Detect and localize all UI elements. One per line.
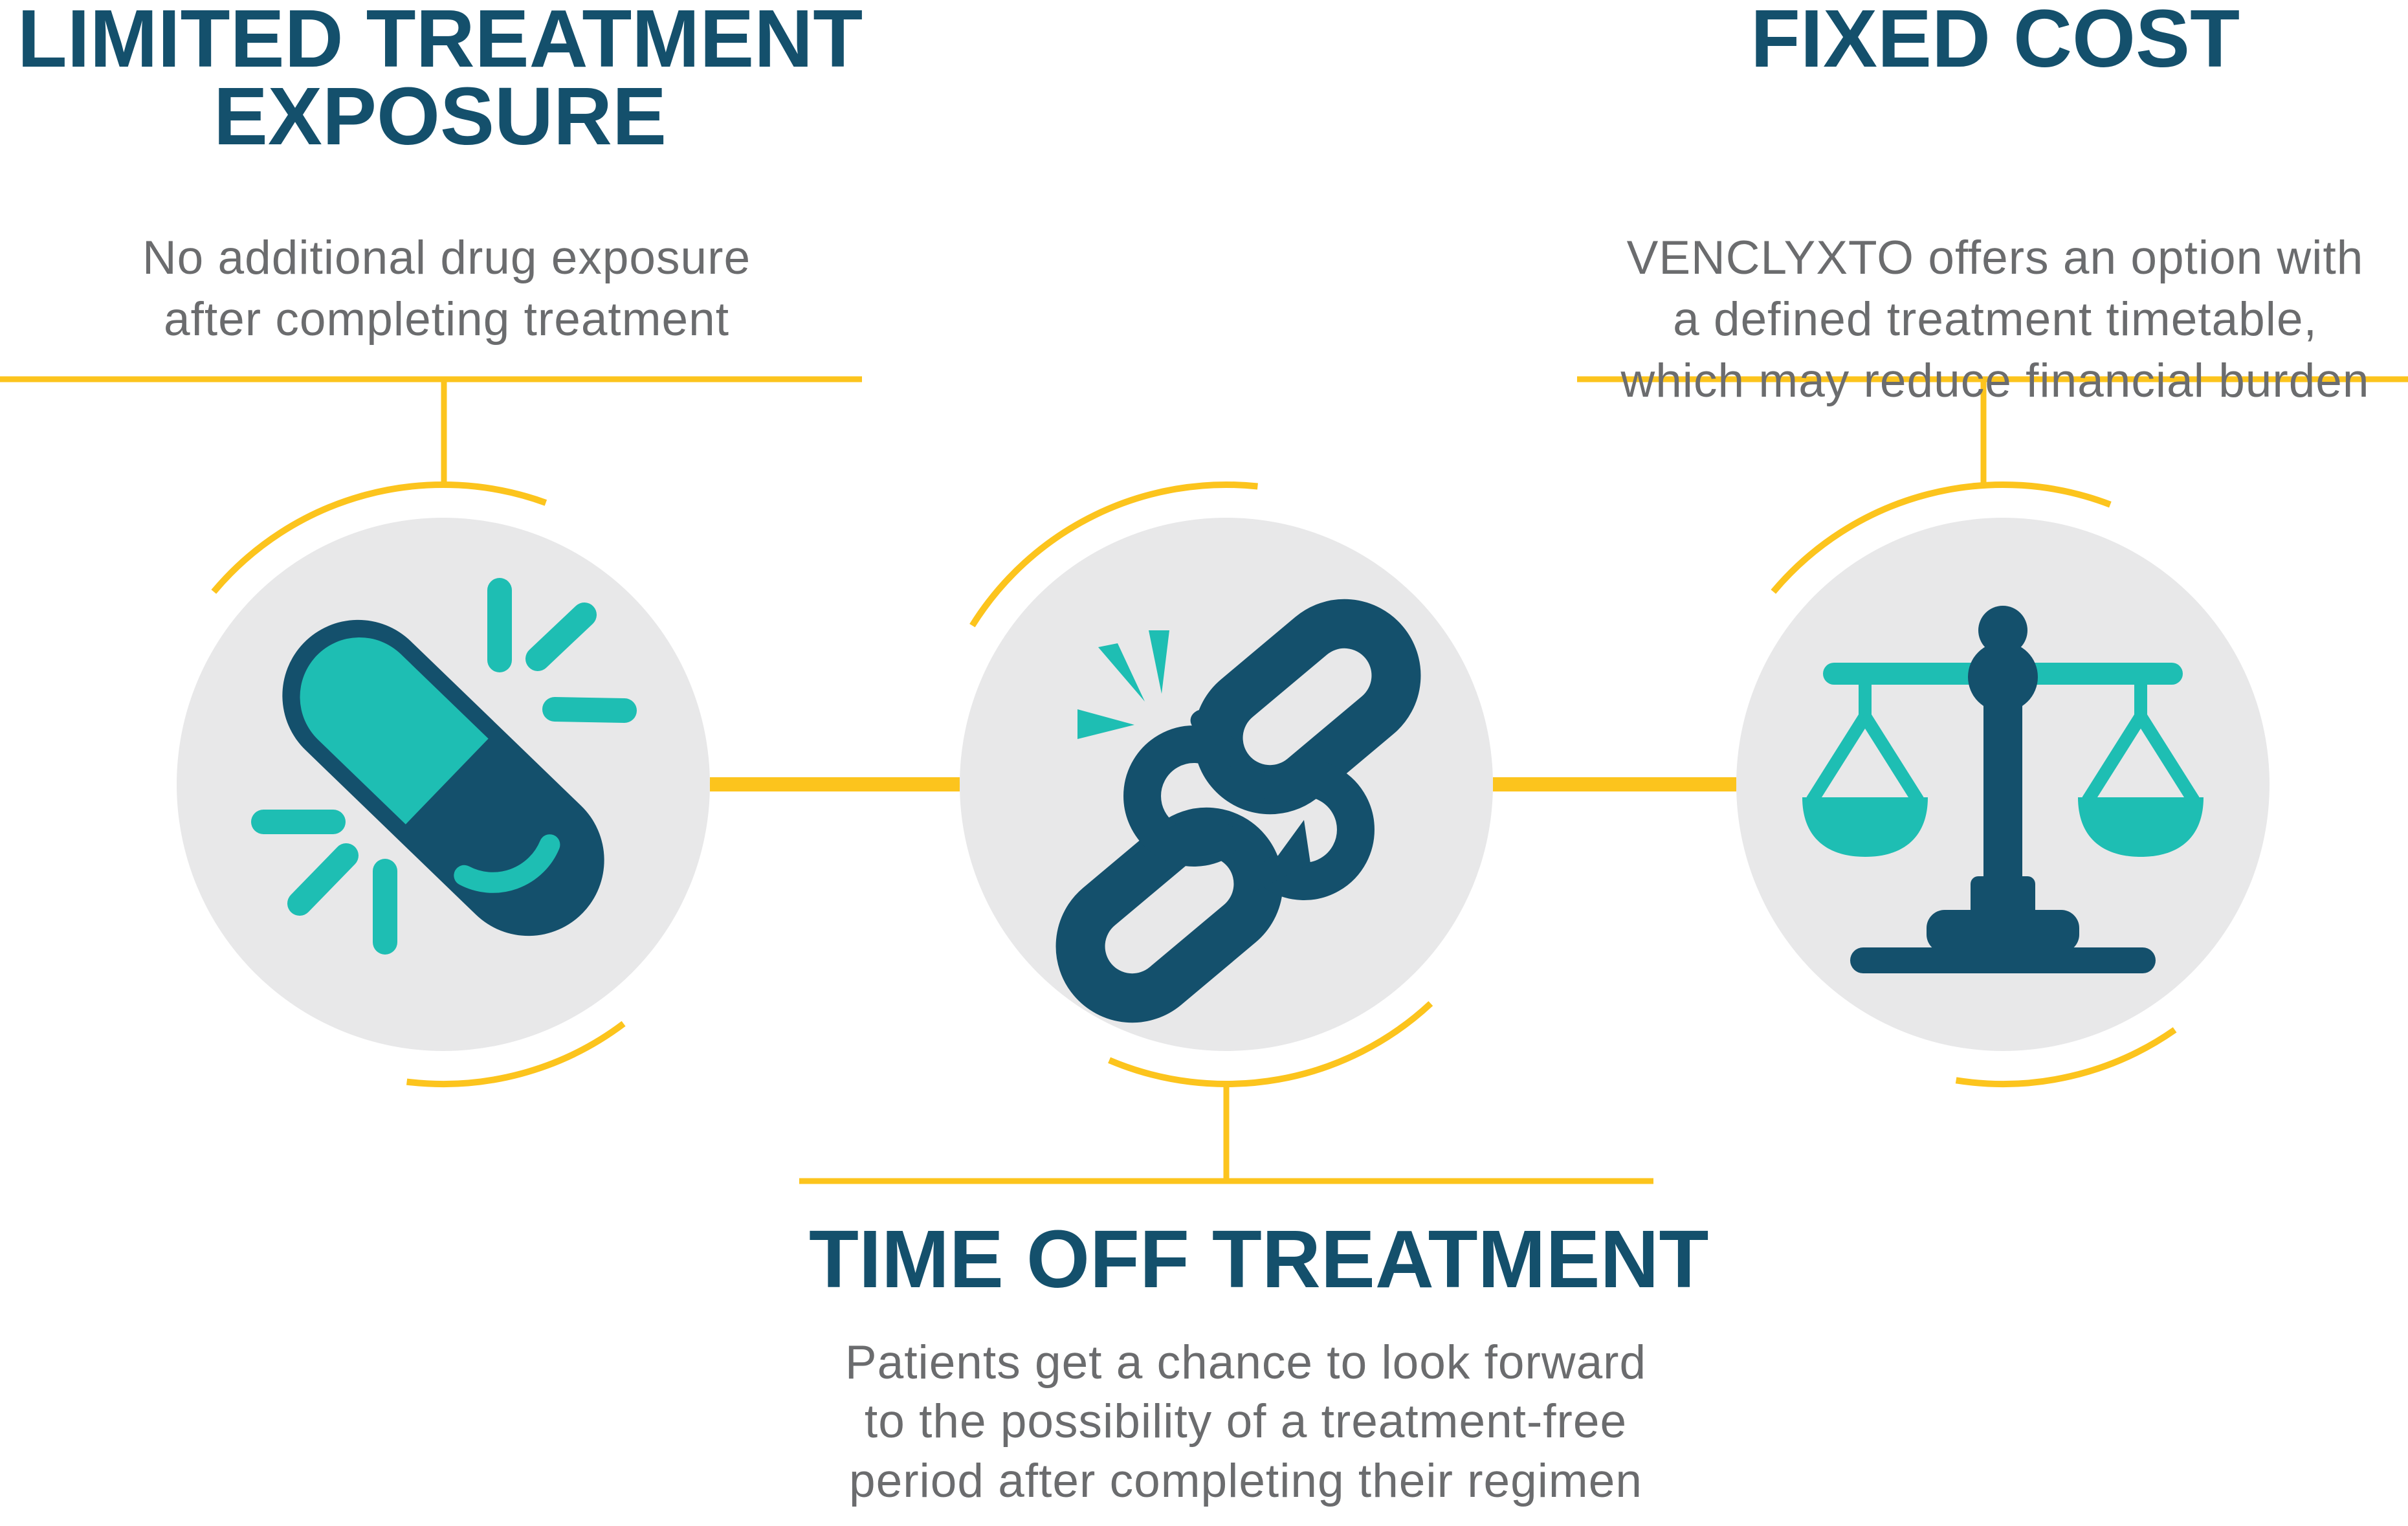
title-line: TIME OFF TREATMENT <box>809 1213 1709 1305</box>
chain-broken-stub <box>1190 709 1224 746</box>
scale-circle-bottom-arc <box>1955 1027 2177 1088</box>
title-line: FIXED COST <box>1750 0 2240 84</box>
body-line: No additional drug exposure <box>142 232 751 284</box>
chain-circle-top-arc <box>969 481 1258 628</box>
pill-capsule-half <box>300 637 489 824</box>
time-off-treatment-title: TIME OFF TREATMENT <box>809 1213 1709 1305</box>
body-line: Patients get a chance to look forward <box>845 1336 1647 1389</box>
title-line: EXPOSURE <box>213 70 667 162</box>
scale-left-stem <box>1859 681 1872 721</box>
scale-base-bar <box>1850 947 2156 973</box>
scale-base-middle <box>1927 910 2079 953</box>
scale-right-pan <box>2078 797 2204 857</box>
body-line: to the possibility of a treatment-free <box>864 1395 1628 1448</box>
chain-spark-wedges <box>1077 630 1169 739</box>
broken-chain-icon <box>1055 599 1421 1023</box>
scale-knob <box>1978 606 2027 655</box>
scale-post <box>1983 655 2022 888</box>
chain-circle-bottom-arc <box>1108 1001 1433 1087</box>
title-line: LIMITED TREATMENT <box>17 0 863 84</box>
balance-scale-icon <box>1802 606 2204 973</box>
fixed-cost-title: FIXED COST <box>1582 0 2408 84</box>
scale-right-stem <box>2134 681 2147 721</box>
chain-link-lower <box>1055 807 1283 1023</box>
pill-icon <box>251 578 637 955</box>
scale-left-pan <box>1802 797 1928 857</box>
body-line: VENCLYXTO offers an option with <box>1626 232 2364 284</box>
limited-treatment-exposure-title: LIMITED TREATMENT EXPOSURE <box>0 0 880 162</box>
pill-burst-dashes <box>251 578 637 955</box>
body-line: after completing treatment <box>163 293 730 346</box>
time-off-treatment-body: Patients get a chance to look forward to… <box>809 1333 1683 1510</box>
body-line: period after completing their regimen <box>849 1454 1642 1507</box>
pill-capsule-highlight <box>454 834 560 893</box>
scale-base-top <box>1971 876 2035 918</box>
chain-fragment <box>1250 820 1310 894</box>
pill-circle-top-arc <box>211 481 547 594</box>
body-line: which may reduce financial burden <box>1620 354 2370 407</box>
scale-hanger-triangles <box>1806 713 2200 804</box>
chain-broken-half-right <box>1259 759 1375 900</box>
fixed-cost-body: VENCLYXTO offers an option with a define… <box>1582 228 2408 412</box>
chain-broken-half-left <box>1123 725 1239 867</box>
pill-circle-bottom-arc <box>406 1021 626 1088</box>
scale-circle-top-arc <box>1771 481 2112 594</box>
limited-treatment-exposure-body: No additional drug exposure after comple… <box>6 228 887 351</box>
body-line: a defined treatment timetable, <box>1673 293 2317 346</box>
chain-link-upper <box>1193 599 1421 815</box>
